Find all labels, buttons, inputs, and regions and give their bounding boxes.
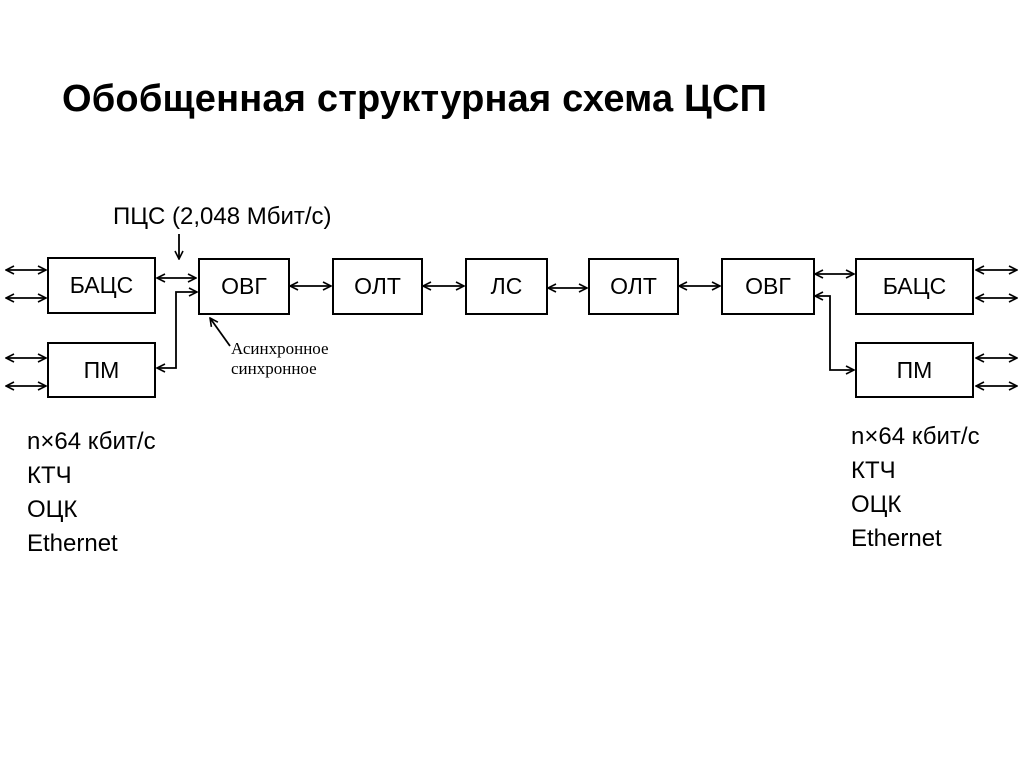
arrow-ovg-pm-right: [815, 296, 854, 370]
page-title: Обобщенная структурная схема ЦСП: [62, 78, 768, 120]
left-input-otsk: ОЦК: [27, 496, 78, 523]
mode-label-line-1: Асинхронное: [231, 339, 329, 358]
pcs-label: ПЦС (2,048 Мбит/с): [113, 203, 332, 230]
left-input-ktch: КТЧ: [27, 462, 72, 489]
block-olt-right: ОЛТ: [588, 258, 679, 315]
left-input-rate: n×64 кбит/с: [27, 428, 156, 455]
block-batss-right: БАЦС: [855, 258, 974, 315]
mode-pointer-arrow: [210, 318, 231, 347]
block-ovg-left: ОВГ: [198, 258, 290, 315]
right-input-otsk: ОЦК: [851, 491, 902, 518]
left-input-ethernet: Ethernet: [27, 530, 118, 557]
block-pm-left: ПМ: [47, 342, 156, 398]
block-olt-left: ОЛТ: [332, 258, 423, 315]
mode-label: Асинхронное синхронное: [231, 339, 329, 379]
right-input-ethernet: Ethernet: [851, 525, 942, 552]
block-batss-left: БАЦС: [47, 257, 156, 314]
block-pm-right: ПМ: [855, 342, 974, 398]
mode-label-line-2: синхронное: [231, 359, 317, 378]
right-input-rate: n×64 кбит/с: [851, 423, 980, 450]
block-ls: ЛС: [465, 258, 548, 315]
right-inputs-list: n×64 кбит/с КТЧ ОЦК Ethernet: [851, 420, 980, 556]
block-ovg-right: ОВГ: [721, 258, 815, 315]
arrow-pm-ovg-left: [157, 292, 197, 368]
left-inputs-list: n×64 кбит/с КТЧ ОЦК Ethernet: [27, 425, 156, 561]
right-input-ktch: КТЧ: [851, 457, 896, 484]
